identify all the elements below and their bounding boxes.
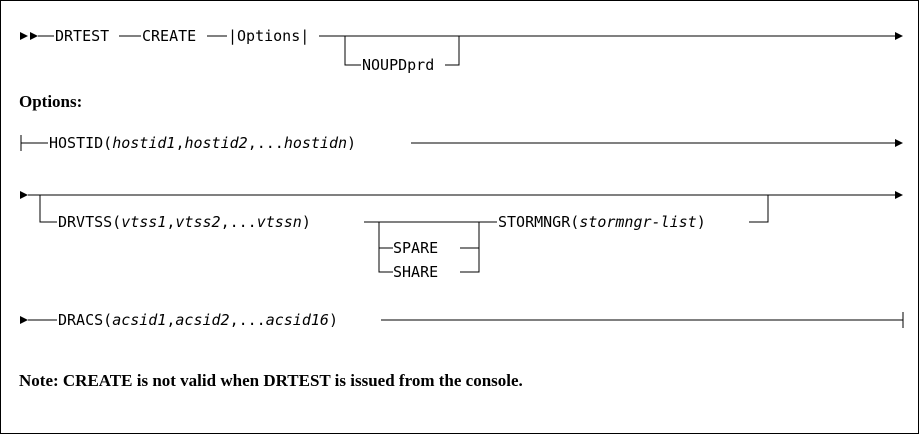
continue-arrow-icon	[895, 191, 903, 199]
acsid-arg-1: acsid1	[112, 311, 166, 329]
start-arrow-icon	[30, 32, 38, 40]
row-2-hostid: HOSTID(hostid1,hostid2,...hostidn)	[20, 134, 903, 152]
close-paren: )	[329, 311, 338, 329]
close-paren: )	[347, 134, 356, 152]
drvtss-keyword: DRVTSS(	[58, 213, 121, 231]
close-paren: )	[302, 213, 311, 231]
dracs-syntax: DRACS(acsid1,acsid2,...acsid16)	[58, 311, 338, 329]
option-noupdprd: NOUPDprd	[362, 56, 434, 74]
continuation-arrow-icon	[20, 191, 28, 199]
options-reference: |Options|	[228, 27, 309, 45]
drvtss-syntax: DRVTSS(vtss1,vtss2,...vtssn)	[58, 213, 311, 231]
optional-group-left	[39, 195, 57, 223]
separator: ,	[166, 311, 175, 329]
vtss-arg-1: vtss1	[121, 213, 166, 231]
hostid-arg-2: hostid2	[184, 134, 247, 152]
start-arrow-icon	[20, 32, 28, 40]
stormngr-syntax: STORMNGR(stormngr-list)	[498, 213, 706, 231]
stormngr-arg: stormngr-list	[579, 213, 696, 231]
vtss-arg-n: vtssn	[257, 213, 302, 231]
row-3-drvtss: DRVTSS(vtss1,vtss2,...vtssn) SPARE SHARE…	[20, 191, 903, 281]
continuation-arrow-icon	[20, 316, 28, 324]
subcommand-create: CREATE	[142, 27, 196, 45]
separator: ,...	[230, 311, 266, 329]
dracs-keyword: DRACS(	[58, 311, 112, 329]
optional-branch-right	[445, 36, 460, 66]
command-drtest: DRTEST	[55, 27, 109, 45]
choice-branch-right	[460, 222, 480, 273]
option-spare: SPARE	[393, 239, 438, 257]
continue-arrow-icon	[895, 139, 903, 147]
note-text: Note: CREATE is not valid when DRTEST is…	[19, 371, 523, 390]
separator: ,	[175, 134, 184, 152]
hostid-keyword: HOSTID(	[49, 134, 112, 152]
hostid-arg-n: hostidn	[284, 134, 347, 152]
hostid-syntax: HOSTID(hostid1,hostid2,...hostidn)	[49, 134, 356, 152]
choice-branch-left	[378, 222, 393, 273]
optional-branch-left	[344, 36, 361, 66]
optional-group-right	[749, 195, 769, 223]
acsid-arg-16: acsid16	[266, 311, 329, 329]
close-paren: )	[697, 213, 706, 231]
options-heading: Options:	[19, 92, 82, 111]
separator: ,...	[221, 213, 257, 231]
separator: ,	[166, 213, 175, 231]
acsid-arg-2: acsid2	[175, 311, 229, 329]
hostid-arg-1: hostid1	[112, 134, 175, 152]
stormngr-keyword: STORMNGR(	[498, 213, 579, 231]
continue-arrow-icon	[895, 32, 903, 40]
row-1-command: DRTEST CREATE |Options| NOUPDprd	[20, 27, 903, 74]
separator: ,...	[248, 134, 284, 152]
row-4-dracs: DRACS(acsid1,acsid2,...acsid16)	[20, 311, 904, 329]
vtss-arg-2: vtss2	[175, 213, 220, 231]
option-share: SHARE	[393, 263, 438, 281]
